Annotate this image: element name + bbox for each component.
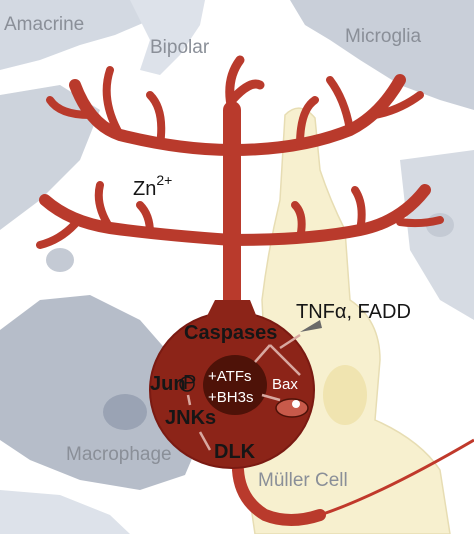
label-jun: Jun xyxy=(150,373,186,395)
arrow-caspases-bax xyxy=(269,344,301,376)
microglia-cell-shape xyxy=(290,0,474,110)
signalling-arrows xyxy=(186,333,301,451)
label-zn-charge: 2+ xyxy=(156,172,172,188)
dendrite-lower-right-branch xyxy=(291,186,444,242)
label-atfs: +ATFs xyxy=(208,368,251,385)
dendrite-lower-left xyxy=(39,194,238,246)
axon-extension xyxy=(319,438,474,517)
arrow-caspases-nucleus xyxy=(254,344,271,363)
dendrite-upper-left-branch xyxy=(46,66,166,149)
label-bh3s: +BH3s xyxy=(208,389,253,406)
label-macrophage: Macrophage xyxy=(66,444,172,465)
dendrite-lower-left-branch xyxy=(36,181,154,249)
label-muller-cell: Müller Cell xyxy=(258,470,348,491)
label-amacrine: Amacrine xyxy=(4,14,84,35)
bax-dot xyxy=(292,400,300,408)
arrow-nucleus-bax xyxy=(261,393,281,402)
dendrite-upper-right-branch xyxy=(296,76,424,149)
bipolar-cell-shape xyxy=(130,0,205,75)
amacrine-cell-shape xyxy=(0,0,160,70)
label-jnks: JNKs xyxy=(165,407,216,429)
label-phospho: P xyxy=(183,372,196,394)
arrow-jnks-jun xyxy=(186,394,192,406)
ganglion-cell xyxy=(36,55,444,526)
label-bipolar: Bipolar xyxy=(150,37,210,58)
nucleus xyxy=(203,355,267,415)
label-microglia: Microglia xyxy=(345,26,421,47)
dendrite-upper-right xyxy=(226,74,406,156)
bax-mitochondrion xyxy=(275,398,309,418)
muller-nucleus xyxy=(323,365,367,425)
glia-nucleus xyxy=(46,248,74,272)
tnf-arrow xyxy=(300,320,322,332)
lower-glia-shape xyxy=(0,490,130,534)
label-caspases: Caspases xyxy=(184,322,277,344)
left-glia-shape xyxy=(0,85,100,230)
macrophage-nucleus xyxy=(103,394,147,430)
arrow-dlk-jnks xyxy=(198,431,212,451)
label-zn: Zn2+ xyxy=(133,172,172,200)
dendrite-top xyxy=(225,55,265,115)
label-bax: Bax xyxy=(272,376,298,393)
phospho-circle xyxy=(179,376,195,392)
axon xyxy=(232,464,326,526)
dendrite-lower-right xyxy=(226,184,431,246)
label-tnf-fadd: TNFα, FADD xyxy=(296,301,411,323)
label-dlk: DLK xyxy=(214,441,256,463)
soma-neck xyxy=(205,300,258,320)
macrophage-cell-shape xyxy=(0,295,200,490)
arrow-tnf-caspases xyxy=(279,333,301,350)
